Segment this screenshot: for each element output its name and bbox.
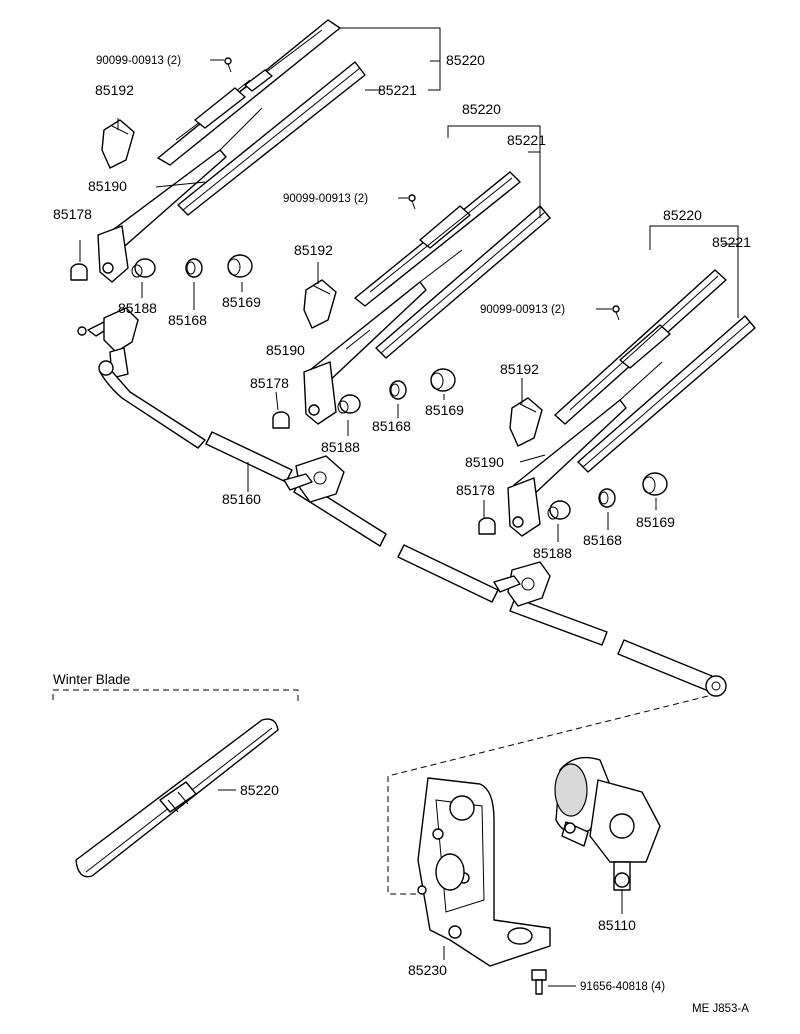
bracket-bolt-icon [531,969,547,995]
label-mid-screw: 90099-00913 (2) [283,193,368,205]
upper-washer-icon [131,258,156,278]
middle-wiper-blade [354,171,521,307]
winter-blade [75,718,279,878]
right-wiper-blade [554,269,727,425]
label-mid-blade: 85220 [462,101,501,117]
right-screw-icon [612,305,620,321]
label-winter-blade: 85220 [240,782,279,798]
middle-washer-icon [337,394,361,414]
label-mid-cap: 85192 [294,242,333,258]
label-upper-washer: 85188 [118,300,157,316]
label-upper-nut: 85178 [53,206,92,222]
label-mid-rubber: 85221 [507,132,546,148]
label-upper-rubber: 85221 [378,82,417,98]
label-right-cap: 85192 [500,361,539,377]
middle-wiper-rubber [375,205,551,359]
upper-nut-icon [70,263,88,281]
right-bushing-icon [598,488,616,508]
label-right-screw: 90099-00913 (2) [480,304,565,316]
right-wiper-rubber [577,315,756,473]
right-wiper-arm [507,361,663,537]
linkage-pivot-center [283,455,345,503]
label-upper-screw: 90099-00913 (2) [96,55,181,67]
label-mid-bushing: 85168 [372,418,411,434]
wiper-motor [554,756,661,891]
upper-seal-icon [227,254,253,278]
right-washer-icon [547,500,571,520]
label-upper-arm: 85190 [88,178,127,194]
middle-screw-icon [408,194,416,210]
label-winter-heading: Winter Blade [53,672,130,687]
label-right-washer: 85188 [533,545,572,561]
label-right-blade: 85220 [663,207,702,223]
leader-lines [79,27,739,987]
right-nut-icon [478,517,496,535]
label-upper-cap: 85192 [95,82,134,98]
label-mid-arm: 85190 [266,342,305,358]
label-upper-bushing: 85168 [168,312,207,328]
label-right-arm: 85190 [465,454,504,470]
label-mid-nut: 85178 [250,375,289,391]
label-bracket: 85230 [408,962,447,978]
label-upper-blade: 85220 [446,52,485,68]
motor-connector-dashed [387,695,709,895]
upper-wiper-rubber [177,61,366,216]
middle-bushing-icon [389,380,407,400]
middle-seal-icon [430,368,456,392]
label-mid-seal: 85169 [425,402,464,418]
label-upper-seal: 85169 [222,294,261,310]
upper-bushing-icon [185,258,203,278]
label-motor: 85110 [598,917,636,933]
label-right-rubber: 85221 [712,234,751,250]
right-cap-icon [509,397,543,447]
winter-blade-bracket-line [52,689,299,702]
middle-nut-icon [272,411,290,429]
middle-cap-icon [303,279,337,329]
label-mid-washer: 85188 [321,439,360,455]
label-right-bushing: 85168 [583,532,622,548]
label-figure-code: ME J853-A [692,1003,749,1015]
upper-screw-icon [224,57,232,73]
label-right-seal: 85169 [636,514,675,530]
label-bolt: 91656-40818 (4) [580,981,665,993]
motor-bracket [417,777,551,967]
linkage-rod [98,360,727,697]
upper-cap-icon [101,119,135,169]
linkage-pivot-left [77,307,139,379]
label-right-nut: 85178 [456,482,495,498]
upper-wiper-arm [97,107,263,283]
middle-wiper-arm [303,249,463,425]
upper-wiper-blade [157,19,341,166]
label-linkage: 85160 [222,491,261,507]
right-seal-icon [642,472,668,496]
linkage-pivot-right [493,561,551,607]
